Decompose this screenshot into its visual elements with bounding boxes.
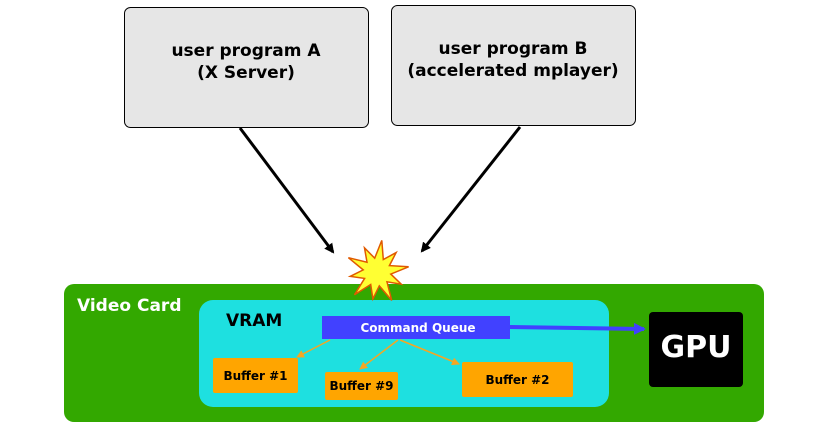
gpu-label: GPU (661, 330, 732, 365)
queue-to-buffer2-arrow (399, 339, 460, 366)
buffer-1-label: Buffer #1 (223, 369, 287, 383)
command-queue-label: Command Queue (360, 321, 475, 335)
buffer-2-label: Buffer #2 (485, 373, 549, 387)
gpu-box (649, 312, 743, 387)
buffer-1-box (213, 358, 298, 393)
command-queue-box (322, 316, 510, 339)
program-a-title: user program A (171, 41, 321, 61)
video-card-label: Video Card (77, 296, 181, 316)
program-a-rect (124, 7, 369, 128)
program-b-title: user program B (439, 39, 588, 59)
buffer-9-box (325, 372, 398, 400)
queue-to-buffer9-arrow (359, 339, 399, 370)
queue-to-buffer1-arrow (296, 339, 331, 358)
vram-label: VRAM (226, 311, 282, 331)
program-b-rect (391, 5, 636, 126)
queue-to-gpu-arrow (509, 322, 646, 335)
arrow-program-b (420, 126, 522, 253)
program-a-box: user program A (X Server) (124, 7, 369, 128)
arrow-program-a (238, 127, 335, 254)
program-b-subtitle: (accelerated mplayer) (407, 61, 618, 81)
program-b-box: user program B (accelerated mplayer) (391, 5, 636, 126)
buffer-9-label: Buffer #9 (329, 379, 393, 393)
program-a-subtitle: (X Server) (197, 63, 295, 83)
collision-starburst-icon (347, 240, 409, 302)
buffer-2-box (462, 362, 573, 397)
